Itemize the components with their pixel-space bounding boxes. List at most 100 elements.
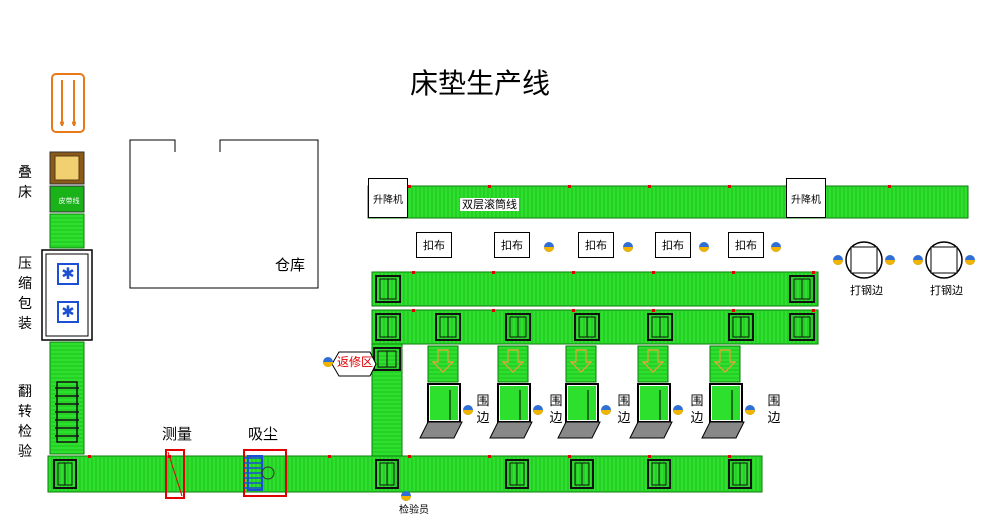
steel-edge-worker-left-1-half [833, 260, 843, 265]
label-repair-area: 返修区 [337, 355, 374, 369]
lift-left: 升降机 [368, 178, 408, 218]
edge-wrap-machine-5 [701, 421, 745, 439]
drop-conveyor-5 [709, 345, 741, 383]
middle-transfer-5 [647, 313, 673, 341]
drop-conveyor-3 [565, 345, 597, 383]
middle-transfer-3 [505, 313, 531, 341]
drop-conveyor-2 [497, 345, 529, 383]
middle-transfer-7 [789, 313, 815, 341]
bottom-main-conveyor-motor [408, 455, 411, 458]
edge-wrap-machine-1 [419, 421, 463, 439]
edge-wrap-worker-1-half [463, 410, 473, 415]
left-conveyor-top-rollers [51, 217, 83, 247]
label-measure: 测量 [162, 425, 193, 443]
double-roller-line-motor [408, 185, 411, 188]
bottom-main-conveyor-motor [568, 455, 571, 458]
drop-conveyor-1-rollers [429, 349, 457, 379]
button-cloth-label: 扣布 [662, 239, 684, 252]
button-cloth-worker-4-half [771, 247, 781, 252]
upper-conveyor-motor [492, 271, 495, 274]
lift-right-label: 升降机 [791, 194, 821, 206]
stack-bed-inner [54, 155, 80, 181]
edge-wrap-machine-3 [557, 421, 601, 439]
steel-edge-worker-left-2-half [913, 260, 923, 265]
drop-arrow-1 [431, 349, 455, 373]
label-steel-edge-2: 打钢边 [930, 284, 963, 297]
button-cloth-station-5: 扣布 [728, 232, 764, 258]
middle-transfer-2 [435, 313, 461, 341]
label-leather-belt-line: 皮带线 [58, 197, 80, 205]
button-cloth-label: 扣布 [585, 239, 607, 252]
bottom-transfer-1 [53, 459, 77, 489]
edge-wrap-worker-3-half [601, 410, 611, 415]
upper-conveyor-motor [572, 271, 575, 274]
edge-wrap-table-4 [640, 386, 668, 420]
edge-wrap-table-1 [430, 386, 458, 420]
upper-conveyor [371, 271, 819, 307]
upper-transfer-left [375, 275, 401, 303]
label-edge-wrap-5: 围边 [767, 394, 781, 426]
button-cloth-station-2: 扣布 [494, 232, 530, 258]
middle-conveyor-motor [412, 309, 415, 312]
upper-conveyor-motor [652, 271, 655, 274]
steel-edge-worker-right-1-half [885, 260, 895, 265]
bottom-main-conveyor-motor [648, 455, 651, 458]
repair-worker-icon-half [323, 362, 333, 367]
label-vacuum: 吸尘 [248, 425, 279, 443]
lift-left-label: 升降机 [373, 194, 403, 206]
lift-right: 升降机 [786, 178, 826, 218]
bottom-transfer-2 [375, 459, 399, 489]
middle-transfer-4 [574, 313, 600, 341]
repair-area-badge [331, 351, 377, 377]
measure-gauge-diag [167, 451, 183, 497]
upper-conveyor-motor [732, 271, 735, 274]
edge-wrap-machine-4 [629, 421, 673, 439]
bottom-main-conveyor-motor [328, 455, 331, 458]
bottom-main-conveyor-motor [488, 455, 491, 458]
stacker-pin-left [60, 121, 64, 125]
upper-conveyor-rollers [375, 273, 817, 305]
left-conveyor-bottom-rollers [51, 345, 83, 451]
upper-transfer-right [789, 275, 815, 303]
diagram-title: 床垫生产线 [410, 67, 551, 100]
label-compress-pack: 压缩包装 [18, 256, 32, 332]
upper-conveyor-motor [812, 271, 815, 274]
drop-arrow-4 [641, 349, 665, 373]
label-warehouse: 仓库 [275, 256, 306, 274]
compress-pack-inner [45, 253, 89, 337]
double-roller-line-motor [488, 185, 491, 188]
left-conveyor-top [49, 213, 85, 249]
label-flip-inspect: 翻转检验 [18, 384, 32, 460]
label-stack-bed: 叠床 [18, 165, 32, 201]
steel-edge-worker-right-2-half [965, 260, 975, 265]
measure-gauge [165, 449, 185, 499]
drop-arrow-5 [713, 349, 737, 373]
compress-fan-1 [57, 263, 79, 285]
bottom-transfer-5 [647, 459, 671, 489]
vacuum-roller [261, 466, 275, 480]
edge-wrap-table-5 [712, 386, 740, 420]
bottom-main-conveyor [47, 455, 763, 493]
bottom-main-conveyor-motor [88, 455, 91, 458]
button-cloth-station-1: 扣布 [416, 232, 452, 258]
double-roller-line-motor [568, 185, 571, 188]
stacker-pin-right [72, 121, 76, 125]
edge-wrap-machine-2 [489, 421, 533, 439]
button-cloth-label: 扣布 [423, 239, 445, 252]
button-cloth-worker-1-half [544, 247, 554, 252]
bottom-main-conveyor-rollers [51, 457, 761, 491]
steel-edge-mat-2 [930, 246, 958, 274]
middle-conveyor-motor [492, 309, 495, 312]
compress-fan-2-icon: ✱ [61, 302, 74, 321]
double-roller-line-motor [888, 185, 891, 188]
button-cloth-label: 扣布 [501, 239, 523, 252]
label-edge-wrap-4: 围边 [690, 394, 704, 426]
edge-wrap-worker-2-half [533, 410, 543, 415]
drop-conveyor-4 [637, 345, 669, 383]
bottom-transfer-3 [505, 459, 529, 489]
bottom-transfer-6 [728, 459, 752, 489]
middle-transfer-6 [728, 313, 754, 341]
label-edge-wrap-1: 围边 [476, 394, 490, 426]
warehouse-outline [129, 139, 319, 289]
